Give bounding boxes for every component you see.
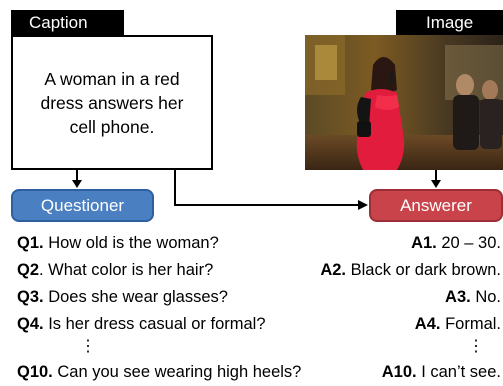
answer-3: A3. No. — [445, 287, 501, 307]
caption-box: A woman in a red dress answers her cell … — [11, 35, 213, 170]
woman-on-phone-image — [305, 35, 503, 170]
answer-4: A4. Formal. — [415, 314, 501, 334]
answer-text: I can’t see. — [416, 363, 501, 381]
question-ellipsis: ⋮ — [80, 338, 96, 355]
question-number: Q3. — [17, 288, 44, 306]
caption-text: A woman in a red dress answers her cell … — [40, 68, 184, 137]
answer-text: 20 – 30. — [436, 234, 501, 252]
answer-1: A1. 20 – 30. — [411, 233, 501, 253]
answer-text: No. — [470, 288, 501, 306]
question-number: Q4. — [17, 315, 44, 333]
answer-number: A1. — [411, 234, 437, 252]
question-text: How old is the woman? — [43, 234, 219, 252]
question-10: Q10. Can you see wearing high heels? — [17, 362, 301, 382]
answerer-label: Answerer — [400, 195, 472, 215]
question-2: Q2. What color is her hair? — [17, 260, 213, 280]
answer-text: Formal. — [440, 315, 501, 333]
question-text: Can you see wearing high heels? — [52, 363, 302, 381]
answer-text: Black or dark brown. — [346, 261, 501, 279]
question-text: Does she wear glasses? — [43, 288, 228, 306]
answer-2: A2. Black or dark brown. — [320, 260, 501, 280]
question-text: Is her dress casual or formal? — [43, 315, 266, 333]
image-tag: Image — [396, 10, 503, 36]
answer-10: A10. I can’t see. — [382, 362, 501, 382]
answer-number: A10. — [381, 363, 417, 381]
image-tag-label: Image — [426, 13, 474, 32]
caption-tag: Caption — [11, 10, 124, 36]
answer-ellipsis: ⋮ — [468, 338, 484, 355]
question-4: Q4. Is her dress casual or formal? — [17, 314, 266, 334]
question-3: Q3. Does she wear glasses? — [17, 287, 228, 307]
answer-number: A4. — [414, 315, 441, 333]
scene-photo — [305, 35, 503, 170]
question-number: Q2 — [17, 261, 40, 279]
questioner-label: Questioner — [40, 195, 125, 215]
question-text: . What color is her hair? — [39, 261, 214, 279]
question-number: Q1. — [17, 234, 44, 252]
questioner-node: Questioner — [11, 189, 154, 222]
answer-number: A2. — [320, 261, 347, 279]
question-1: Q1. How old is the woman? — [17, 233, 219, 253]
question-number: Q10. — [17, 363, 53, 381]
answer-number: A3. — [445, 288, 471, 306]
caption-tag-label: Caption — [29, 13, 88, 32]
answerer-node: Answerer — [369, 189, 503, 222]
